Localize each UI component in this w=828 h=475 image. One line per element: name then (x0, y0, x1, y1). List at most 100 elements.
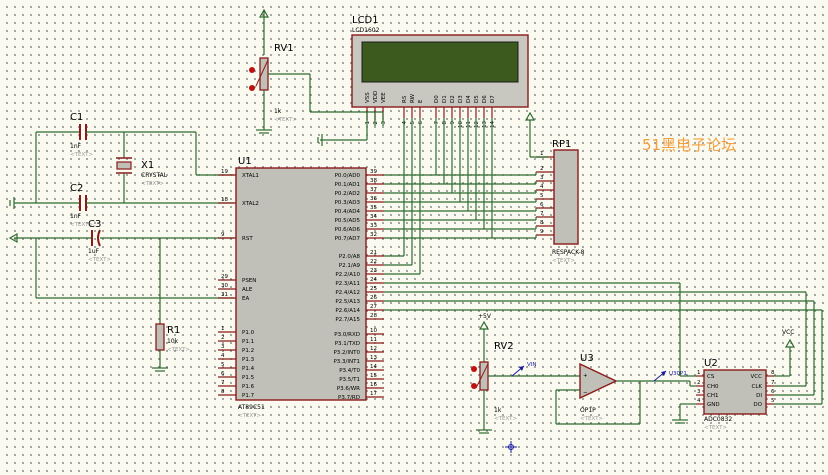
u1-pin-number: 25 (370, 286, 377, 292)
lcd-pin-label: D0 (434, 95, 440, 103)
u2-pin-number: 6 (771, 389, 775, 395)
lcd-pin-number: 4 (402, 121, 408, 125)
rp1-value: RESPACK-8 (552, 249, 585, 256)
u1-pin-number: 13 (370, 355, 377, 361)
lcd-pin-number: 14 (490, 121, 496, 128)
lcd1602[interactable]: LCD1 LCD1602 VSS1VDD2VEE3RS4RW5E6D07D18D… (351, 15, 529, 128)
lcd-pin-number: 5 (410, 121, 416, 125)
svg-text:+: + (583, 373, 588, 379)
u1-at89c51[interactable]: U1 AT89C51 <TEXT> 19XTAL118XTAL29RST29PS… (218, 156, 384, 419)
x1-crystal[interactable]: X1 CRYSTAL <TEXT> (116, 132, 168, 203)
u1-pin-label: P3.3/INT1 (333, 359, 360, 365)
u1-pin-label: RST (242, 236, 253, 242)
rv1-potentiometer[interactable]: RV1 1k <TEXT> (249, 8, 383, 134)
u1-pin-number: 35 (370, 205, 377, 211)
c2-capacitor[interactable]: C2 1nF <TEXT> (36, 183, 234, 228)
u2-pin-number: 7 (771, 380, 775, 386)
lcd-pin-number: 12 (474, 121, 480, 128)
u1-pin-number: 28 (370, 313, 377, 319)
rp1-pin-number: 7 (540, 211, 544, 217)
r1-ref: R1 (167, 325, 180, 336)
u1-pin-number: 15 (370, 373, 377, 379)
u1-pin-number: 2 (221, 335, 225, 341)
u1-pin-number: 1 (221, 326, 225, 332)
u1-pin-number: 33 (370, 223, 377, 229)
u1-pin-label: P2.5/A13 (335, 299, 360, 305)
u2-model: ADC0832 (704, 416, 732, 423)
u1-text: <TEXT> (238, 413, 261, 419)
lcd-model: LCD1602 (352, 27, 380, 34)
c1-ref: C1 (70, 112, 83, 123)
u1-pins: 19XTAL118XTAL29RST29PSEN30ALE31EA1P1.02P… (218, 169, 384, 401)
u2-pin-label: CS (707, 374, 715, 380)
rp1-pin-number: 4 (540, 184, 544, 190)
u1-pin-number: 26 (370, 295, 377, 301)
u1-pin-label: P2.6/A14 (335, 308, 360, 314)
u30p1-probe[interactable]: U30P1 (653, 370, 687, 382)
rv1-ref: RV1 (274, 43, 294, 54)
plus5v-label: +5V (478, 313, 492, 320)
rp1-pin-number: 3 (540, 175, 544, 181)
u1-pin-number: 7 (221, 380, 225, 386)
u1-pin-label: ALE (242, 287, 253, 293)
u2-pin-number: 8 (771, 370, 775, 376)
pot-adjust-down-icon (249, 85, 255, 91)
u1-pin-number: 22 (370, 259, 377, 265)
u1-pin-label: P1.0 (242, 330, 255, 336)
u1-pin-label: P3.4/T0 (339, 368, 360, 374)
u3-model: OP1P (580, 407, 596, 414)
r1-resistor[interactable]: R1 10k <TEXT> (152, 238, 190, 372)
u2-pin-number: 3 (697, 389, 701, 395)
u1-pin-label: P3.0/RXD (334, 332, 360, 338)
lcd-pin-label: RS (402, 95, 408, 103)
u30p1-label: U30P1 (669, 371, 687, 377)
rp1-pin-number: 9 (540, 229, 544, 235)
c2-ref: C2 (70, 183, 83, 194)
u1-pin-label: P1.6 (242, 384, 255, 390)
lcd-pin-label: VEE (381, 92, 387, 103)
c1-capacitor[interactable]: C1 1nF <TEXT> (36, 112, 196, 158)
rv2-text: <TEXT> (494, 416, 517, 422)
vin-label: VIN (527, 362, 537, 368)
u3-text: <TEXT> (580, 416, 603, 422)
u1-pin-number: 27 (370, 304, 377, 310)
u1-pin-label: P0.5/AD5 (335, 218, 361, 224)
c2-value: 1nF (70, 213, 82, 220)
pot-adjust-down-icon (471, 383, 477, 389)
c1-text: <TEXT> (70, 152, 93, 158)
u1-pin-label: P1.4 (242, 366, 255, 372)
c3-text: <TEXT> (88, 257, 111, 263)
c2-text: <TEXT> (70, 222, 93, 228)
u1-pin-number: 36 (370, 196, 377, 202)
u1-pin-label: XTAL1 (242, 173, 259, 179)
u2-adc0832[interactable]: U2 ADC0832 <TEXT> CS1CH02CH13GND4VCC8CLK… (696, 358, 775, 431)
brand-watermark: 51黑电子论坛 (642, 136, 736, 154)
rp1-pin-number: 1 (540, 151, 544, 157)
u1-pin-number: 18 (221, 197, 228, 203)
u1-pin-number: 29 (221, 274, 228, 280)
lcd-pin-label: D5 (474, 95, 480, 103)
rp1-pin-number: 2 (540, 166, 544, 172)
u1-pin-label: P2.0/A8 (339, 254, 361, 260)
c3-capacitor[interactable]: C3 1uF <TEXT> (14, 219, 234, 263)
u1-model: AT89C51 (238, 404, 265, 411)
u2-text: <TEXT> (704, 425, 727, 431)
rv2-potentiometer[interactable]: +5V RV2 1k <TEXT> (471, 313, 580, 434)
u1-pin-number: 4 (221, 353, 225, 359)
u1-pin-number: 31 (221, 292, 228, 298)
u1-pin-number: 9 (221, 232, 225, 238)
lcd-pin-number: 3 (381, 121, 387, 125)
u1-pin-number: 38 (370, 178, 377, 184)
u3-opamp[interactable]: + − U3 OP1P <TEXT> (579, 353, 618, 422)
u1-pin-number: 5 (221, 362, 225, 368)
u1-pin-label: P3.6/WR (337, 386, 360, 392)
power-arrow-icon (478, 320, 490, 330)
u1-pin-number: 30 (221, 283, 228, 289)
u1-pin-label: P0.2/AD2 (335, 191, 360, 197)
vin-probe[interactable]: VIN (511, 362, 537, 377)
u3-ref: U3 (580, 353, 594, 364)
u1-pin-label: P1.2 (242, 348, 254, 354)
